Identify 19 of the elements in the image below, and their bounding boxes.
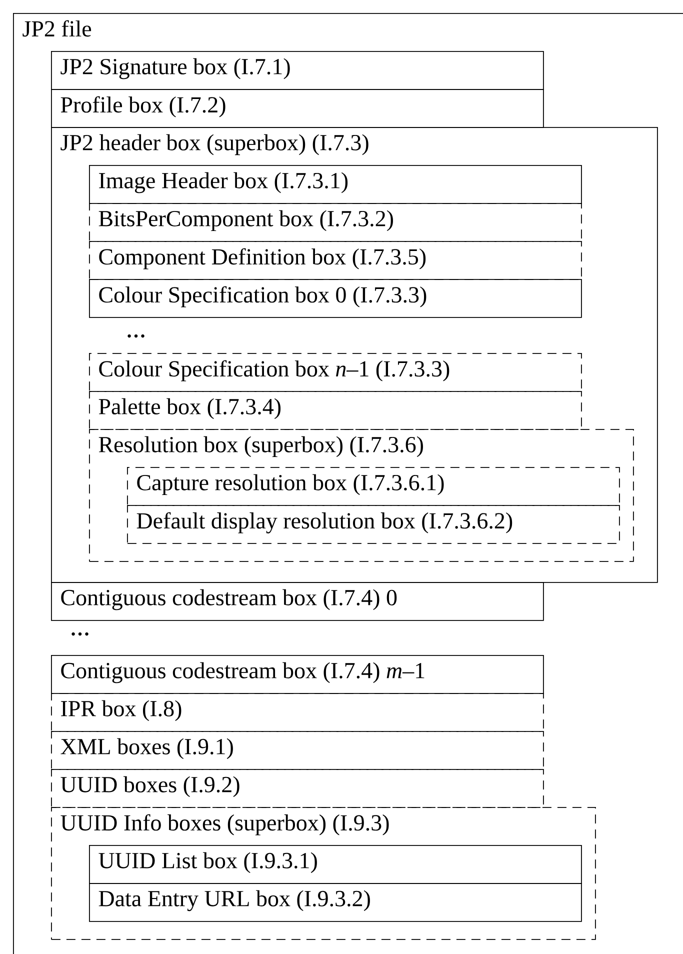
box: Default display resolution box (I.7.3.6.2)	[127, 505, 620, 544]
box: Profile box (I.7.2)	[51, 89, 544, 128]
ellipsis: …	[128, 334, 144, 338]
box: XML boxes (I.9.1)	[51, 731, 544, 770]
box: JP2 Signature box (I.7.1)	[51, 51, 544, 90]
box: Colour Specification box 0 (I.7.3.3)	[89, 279, 582, 318]
box: BitsPerComponent box (I.7.3.2)	[89, 203, 582, 242]
ellipsis: …	[72, 632, 88, 636]
box: UUID List box (I.9.3.1)	[89, 845, 582, 884]
box: Contiguous codestream box (I.7.4) m–1	[51, 655, 544, 694]
box: Contiguous codestream box (I.7.4) 0	[51, 582, 544, 621]
box: UUID boxes (I.9.2)	[51, 769, 544, 808]
box: IPR box (I.8)	[51, 693, 544, 732]
box: Capture resolution box (I.7.3.6.1)	[127, 467, 620, 506]
box: Image Header box (I.7.3.1)	[89, 165, 582, 204]
box: Data Entry URL box (I.9.3.2)	[89, 883, 582, 922]
box: Colour Specification box n–1 (I.7.3.3)	[89, 353, 582, 392]
box: Component Definition box (I.7.3.5)	[89, 241, 582, 280]
box: Palette box (I.7.3.4)	[89, 391, 582, 430]
